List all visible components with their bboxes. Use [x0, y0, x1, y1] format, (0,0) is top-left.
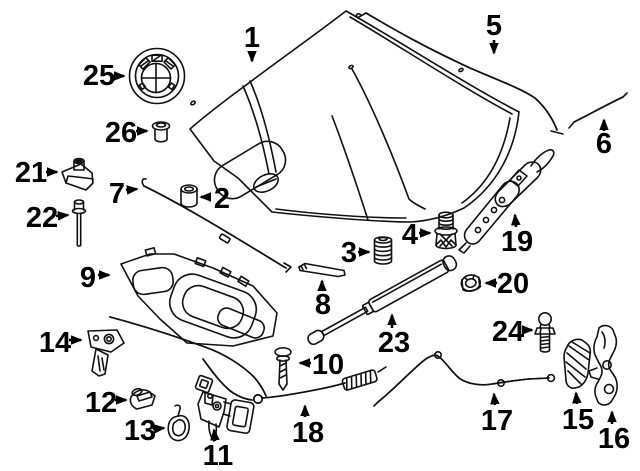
callout-21-label: 21 — [15, 157, 47, 189]
part-drawing-bump-stop — [434, 211, 458, 250]
callout-21: 21 — [15, 157, 59, 189]
part-drawing-insulation-pad — [120, 247, 278, 347]
callout-16-label: 16 — [598, 423, 630, 455]
callout-15-label: 15 — [562, 404, 594, 436]
part-drawing-front-seal-strip — [141, 178, 292, 273]
part-drawing-grommet — [151, 121, 171, 143]
callout-7-arrow — [125, 185, 139, 195]
callout-10-label: 10 — [312, 349, 344, 381]
callout-22: 22 — [26, 202, 70, 234]
part-drawing-latch-clip — [129, 387, 156, 410]
callout-6-label: 6 — [596, 128, 612, 160]
callout-6: 6 — [596, 118, 612, 160]
part-drawing-hood-hinge — [458, 149, 555, 254]
part-drawing-adjusting-bracket — [61, 157, 94, 191]
callout-1: 1 — [244, 22, 260, 63]
callout-14: 14 — [39, 327, 83, 359]
callout-22-arrow — [55, 211, 70, 221]
part-drawing-release-cable-rear — [373, 350, 556, 407]
part-drawing-push-rivet — [274, 346, 292, 391]
callout-18-label: 18 — [292, 417, 324, 449]
part-drawing-hood-panel — [189, 10, 520, 223]
part-drawing-emblem-roundel — [128, 47, 186, 105]
callout-19-arrow — [511, 213, 521, 228]
callout-7: 7 — [109, 178, 139, 210]
callout-10: 10 — [298, 349, 344, 381]
callout-26: 26 — [105, 117, 149, 149]
callout-22-label: 22 — [26, 202, 58, 234]
callout-23: 23 — [378, 313, 410, 359]
callout-24: 24 — [492, 316, 534, 348]
callout-12-label: 12 — [85, 387, 117, 419]
callout-25: 25 — [83, 60, 126, 92]
part-drawing-rubber-buffer — [373, 236, 393, 265]
callout-15-arrow — [572, 391, 582, 405]
callout-11: 11 — [203, 428, 234, 471]
callout-4-label: 4 — [402, 219, 418, 251]
callout-17: 17 — [481, 392, 513, 437]
callout-26-label: 26 — [105, 117, 137, 149]
part-drawing-lock-bracket — [87, 329, 125, 377]
callout-8: 8 — [315, 279, 331, 321]
callout-7-label: 7 — [109, 178, 125, 210]
part-drawing-rubber-bushing — [180, 184, 198, 208]
part-drawing-safety-catch-lever — [167, 404, 190, 442]
callout-4: 4 — [402, 219, 432, 251]
callout-24-label: 24 — [492, 316, 524, 348]
callout-18: 18 — [292, 404, 324, 449]
callout-17-label: 17 — [481, 405, 513, 437]
part-drawing-locating-pin — [71, 199, 87, 247]
callout-11-arrow — [210, 428, 220, 442]
part-drawing-flange-nut — [460, 274, 482, 292]
callout-11-label: 11 — [203, 440, 234, 471]
callout-9: 9 — [80, 262, 111, 294]
callout-1-label: 1 — [244, 22, 260, 54]
part-drawing-release-cable-front — [109, 316, 387, 404]
callout-8-label: 8 — [315, 289, 331, 321]
callout-12: 12 — [85, 387, 128, 419]
callout-5: 5 — [486, 10, 502, 55]
callout-9-label: 9 — [80, 262, 96, 294]
callout-2: 2 — [199, 183, 230, 215]
part-drawing-corner-seal-strip — [568, 92, 628, 129]
callout-2-label: 2 — [214, 183, 230, 215]
callout-14-label: 14 — [39, 327, 71, 359]
callout-13: 13 — [124, 415, 166, 447]
callout-5-label: 5 — [486, 10, 502, 42]
part-drawing-rear-weatherstrip — [355, 12, 564, 135]
part-drawing-release-handle-mount — [563, 338, 592, 389]
callout-19: 19 — [501, 213, 533, 258]
callout-25-label: 25 — [83, 60, 115, 92]
callout-23-label: 23 — [378, 327, 410, 359]
callout-3-label: 3 — [341, 237, 357, 269]
part-drawing-gas-strut — [307, 255, 458, 346]
callout-15: 15 — [562, 391, 594, 436]
callout-3: 3 — [341, 237, 371, 269]
part-drawing-release-handle — [588, 324, 618, 406]
callout-20-label: 20 — [497, 268, 529, 300]
callout-13-arrow — [152, 424, 166, 434]
part-drawing-ball-stud — [534, 311, 556, 353]
callout-19-label: 19 — [501, 226, 533, 258]
callout-13-label: 13 — [124, 415, 156, 447]
part-drawing-hood-latch — [194, 374, 255, 442]
callouts: 1 2 3 4 5 6 7 8 — [15, 10, 630, 471]
callout-17-arrow — [490, 392, 500, 406]
callout-16: 16 — [598, 410, 630, 455]
part-drawing-trim-strip — [298, 262, 346, 278]
callout-20: 20 — [484, 268, 529, 300]
